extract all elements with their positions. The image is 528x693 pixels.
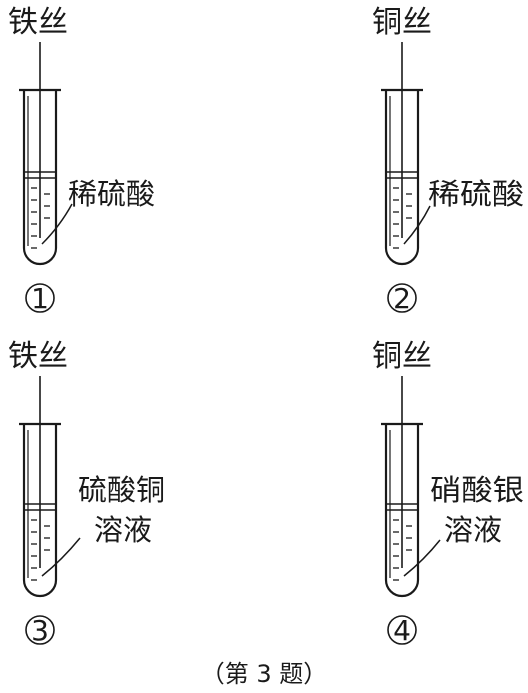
solution-label: 稀硫酸 xyxy=(68,177,155,211)
test-tube xyxy=(19,88,61,266)
number-circle xyxy=(387,283,417,313)
leader-line xyxy=(403,205,431,245)
test-tube xyxy=(19,422,61,598)
number-circle xyxy=(25,283,55,313)
experiment-3: 铁丝 硫酸铜 溶液 3 xyxy=(8,339,165,647)
liquid-ticks xyxy=(31,519,50,581)
solution-label-line-2: 溶液 xyxy=(94,513,152,547)
leader-line xyxy=(403,539,441,577)
liquid-ticks xyxy=(393,519,412,581)
test-tube xyxy=(381,88,423,266)
wire-label: 铜丝 xyxy=(372,5,432,40)
wire-label: 铁丝 xyxy=(8,339,68,374)
solution-label-line-1: 硝酸银 xyxy=(430,473,524,507)
leader-line xyxy=(41,203,73,245)
solution-label: 稀硫酸 xyxy=(428,177,524,211)
test-tube xyxy=(381,422,423,598)
number-circle xyxy=(25,615,55,645)
experiment-number: 4 xyxy=(393,614,411,647)
solution-label-line-1: 硫酸铜 xyxy=(78,473,165,507)
experiment-1: 铁丝 稀硫酸 1 xyxy=(8,5,155,315)
number-circle xyxy=(387,615,417,645)
experiment-number: 1 xyxy=(31,282,49,315)
liquid-ticks xyxy=(393,187,412,249)
figure-caption: （第 3 题） xyxy=(201,660,328,688)
leader-line xyxy=(41,537,81,577)
experiment-number: 3 xyxy=(31,614,49,647)
liquid-ticks xyxy=(31,187,50,249)
wire-label: 铜丝 xyxy=(372,339,432,374)
experiment-2: 铜丝 稀硫酸 2 xyxy=(372,5,524,315)
wire-label: 铁丝 xyxy=(8,5,68,40)
solution-label-line-2: 溶液 xyxy=(444,513,502,547)
experiment-4: 铜丝 硝酸银 溶液 4 xyxy=(372,339,524,647)
experiment-number: 2 xyxy=(393,282,411,315)
